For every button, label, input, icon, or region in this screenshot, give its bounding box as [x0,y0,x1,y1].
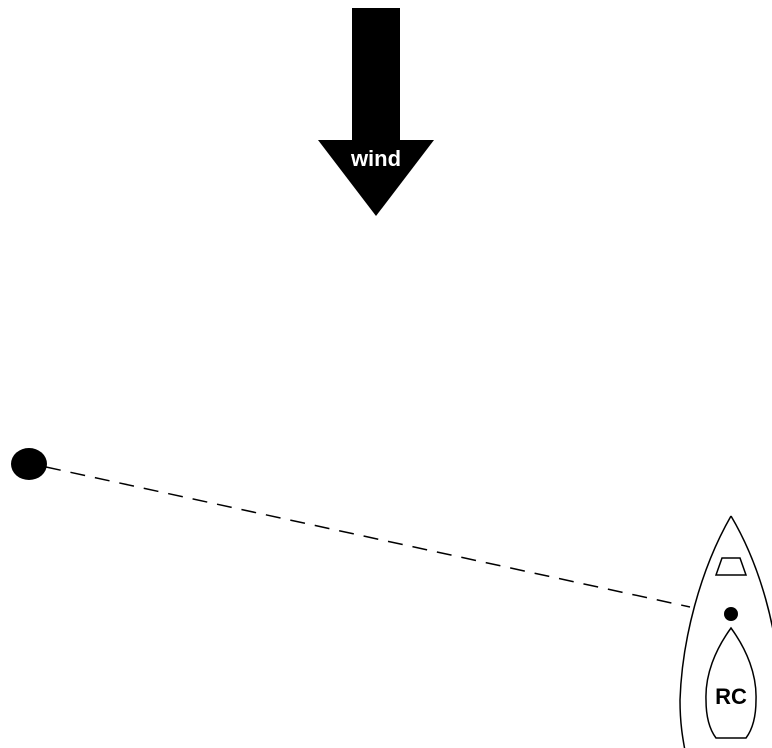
committee-boat-label: RC [715,684,747,709]
wind-label: wind [350,146,401,171]
committee-boat: RC [679,515,772,748]
committee-boat-cabin [705,626,757,739]
start-line [45,466,691,608]
committee-boat-hatch [714,557,748,576]
pin-end-mark [11,448,47,480]
committee-boat-flag-mast [724,607,738,621]
committee-boat-hull [679,515,772,748]
wind-arrow: wind [318,8,434,216]
wind-arrow-head [318,140,434,216]
wind-arrow-shaft [352,8,400,143]
